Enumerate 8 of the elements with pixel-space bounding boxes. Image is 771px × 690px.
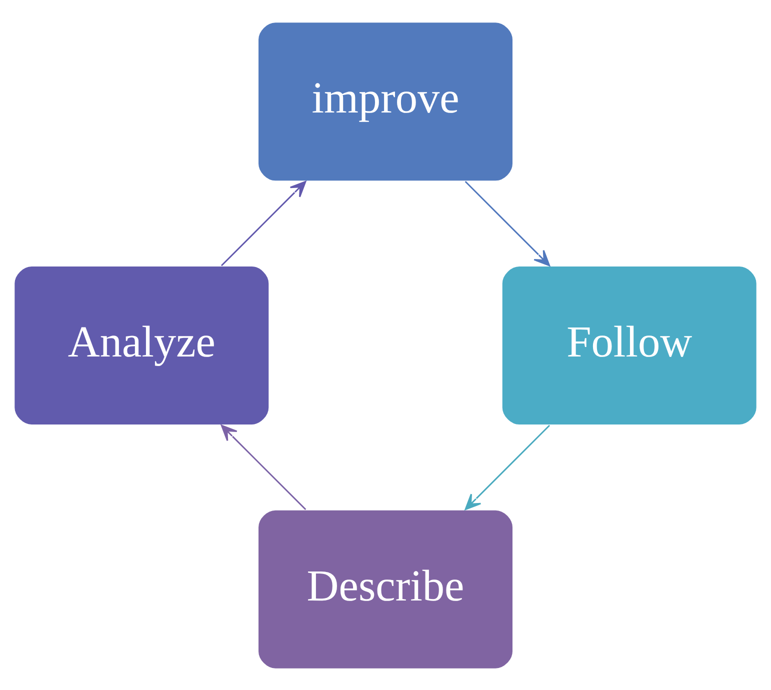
- node-box: improve: [257, 20, 514, 182]
- node-box: Follow: [500, 264, 758, 426]
- node-box: Describe: [257, 508, 514, 670]
- arrow: [220, 180, 306, 266]
- arrow: [220, 424, 306, 510]
- arrow: [464, 424, 550, 510]
- node-box: Analyze: [13, 264, 270, 426]
- arrow: [464, 180, 550, 266]
